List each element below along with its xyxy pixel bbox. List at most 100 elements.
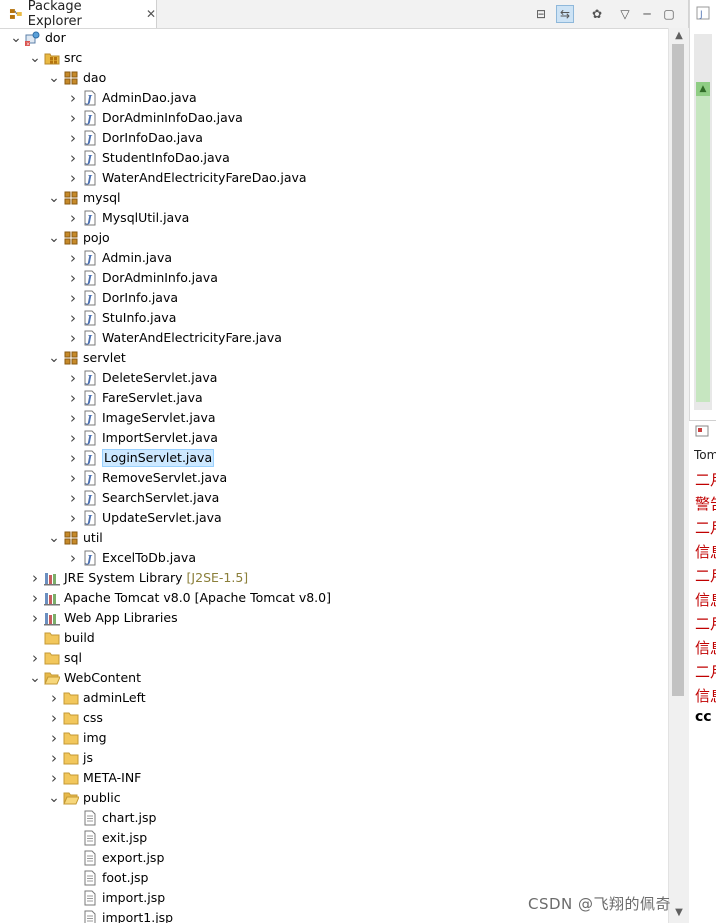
collapsed-chevron-icon[interactable]: ›	[70, 89, 76, 107]
expanded-chevron-icon[interactable]: ⌄	[48, 790, 60, 806]
collapsed-chevron-icon[interactable]: ›	[70, 269, 76, 287]
collapsed-chevron-icon[interactable]: ›	[70, 509, 76, 527]
expanded-chevron-icon[interactable]: ⌄	[48, 230, 60, 246]
tree-node[interactable]: ›sql	[29, 648, 82, 668]
minimize-icon[interactable]: ─	[643, 7, 651, 21]
collapsed-chevron-icon[interactable]: ›	[70, 129, 76, 147]
collapse-all-icon[interactable]: ⊟	[535, 7, 547, 21]
tree-node[interactable]: ›Web App Libraries	[29, 608, 178, 628]
tree-node[interactable]: ⌄public	[48, 788, 121, 808]
collapsed-chevron-icon[interactable]: ›	[70, 469, 76, 487]
expanded-chevron-icon[interactable]: ⌄	[29, 670, 41, 686]
collapsed-chevron-icon[interactable]: ›	[70, 489, 76, 507]
tree-node[interactable]: ⌄dao	[48, 68, 106, 88]
tree-node[interactable]: ⌄WebContent	[29, 668, 141, 688]
tree-node[interactable]: ⌄pojo	[48, 228, 110, 248]
tree-node[interactable]: ⌄src	[29, 48, 82, 68]
tree-node-label: DorInfo.java	[102, 290, 179, 305]
expanded-chevron-icon[interactable]: ⌄	[48, 350, 60, 366]
package-explorer-tab[interactable]: Package Explorer ✕	[0, 0, 157, 29]
link-with-editor-icon[interactable]: ⇆	[556, 5, 574, 23]
collapsed-chevron-icon[interactable]: ›	[70, 109, 76, 127]
close-view-icon[interactable]: ✕	[145, 7, 156, 21]
view-menu-icon[interactable]: ▽	[620, 7, 630, 21]
expanded-chevron-icon[interactable]: ⌄	[29, 50, 41, 66]
expanded-chevron-icon[interactable]: ⌄	[48, 70, 60, 86]
expanded-chevron-icon[interactable]: ⌄	[10, 30, 22, 46]
java-file-icon: J	[82, 110, 98, 126]
expanded-chevron-icon[interactable]: ⌄	[48, 190, 60, 206]
tree-node[interactable]: ›js	[48, 748, 93, 768]
tree-node[interactable]: ⌄servlet	[48, 348, 126, 368]
collapsed-chevron-icon[interactable]: ›	[70, 429, 76, 447]
collapsed-chevron-icon[interactable]: ›	[51, 769, 57, 787]
tree-node-decoration: [J2SE-1.5]	[186, 570, 249, 585]
tree-node[interactable]: ›css	[48, 708, 103, 728]
collapsed-chevron-icon[interactable]: ›	[51, 749, 57, 767]
tree-node[interactable]: import.jsp	[67, 888, 165, 908]
expanded-chevron-icon[interactable]: ⌄	[48, 530, 60, 546]
scrollbar-thumb[interactable]	[672, 44, 684, 696]
collapsed-chevron-icon[interactable]: ›	[32, 609, 38, 627]
tree-node[interactable]: chart.jsp	[67, 808, 156, 828]
tree-node[interactable]: ⌄util	[48, 528, 103, 548]
collapsed-chevron-icon[interactable]: ›	[70, 209, 76, 227]
tree-node[interactable]: exit.jsp	[67, 828, 147, 848]
collapsed-chevron-icon[interactable]: ›	[51, 689, 57, 707]
editor-scrollbar[interactable]: ▲	[694, 34, 712, 410]
tree-node[interactable]: ›img	[48, 728, 107, 748]
collapsed-chevron-icon[interactable]: ›	[70, 249, 76, 267]
focus-icon[interactable]: ✿	[591, 7, 603, 21]
collapsed-chevron-icon[interactable]: ›	[70, 309, 76, 327]
tree-node[interactable]: ⌄mysql	[48, 188, 120, 208]
collapsed-chevron-icon[interactable]: ›	[32, 569, 38, 587]
tree-node[interactable]: import1.jsp	[67, 908, 173, 923]
tree-node[interactable]: foot.jsp	[67, 868, 149, 888]
tree-node[interactable]: ›Apache Tomcat v8.0 [Apache Tomcat v8.0]	[29, 588, 331, 608]
tree-node[interactable]: build	[29, 628, 95, 648]
collapsed-chevron-icon[interactable]: ›	[70, 409, 76, 427]
tree-node[interactable]: ›META-INF	[48, 768, 141, 788]
tree-node[interactable]: export.jsp	[67, 848, 164, 868]
collapsed-chevron-icon[interactable]: ›	[70, 289, 76, 307]
collapsed-chevron-icon[interactable]: ›	[70, 449, 76, 467]
scroll-up-icon[interactable]: ▲	[675, 30, 683, 41]
collapsed-chevron-icon[interactable]: ›	[70, 549, 76, 567]
collapsed-chevron-icon[interactable]: ›	[51, 709, 57, 727]
collapsed-chevron-icon[interactable]: ›	[51, 729, 57, 747]
collapsed-chevron-icon[interactable]: ›	[70, 329, 76, 347]
tree-node[interactable]: ›adminLeft	[48, 688, 146, 708]
collapsed-chevron-icon[interactable]: ›	[70, 149, 76, 167]
collapsed-chevron-icon[interactable]: ›	[70, 369, 76, 387]
tree-node[interactable]: ⌄×dor	[10, 28, 66, 48]
collapsed-chevron-icon[interactable]: ›	[70, 389, 76, 407]
collapsed-chevron-icon[interactable]: ›	[32, 589, 38, 607]
scroll-down-icon[interactable]: ▼	[675, 907, 683, 918]
maximize-icon[interactable]: ▢	[663, 7, 675, 21]
vertical-scrollbar[interactable]: ▲ ▼	[668, 28, 689, 923]
collapsed-chevron-icon[interactable]: ›	[32, 649, 38, 667]
collapsed-chevron-icon[interactable]: ›	[70, 169, 76, 187]
tree-node[interactable]: ›JRE System Library[J2SE-1.5]	[29, 568, 248, 588]
